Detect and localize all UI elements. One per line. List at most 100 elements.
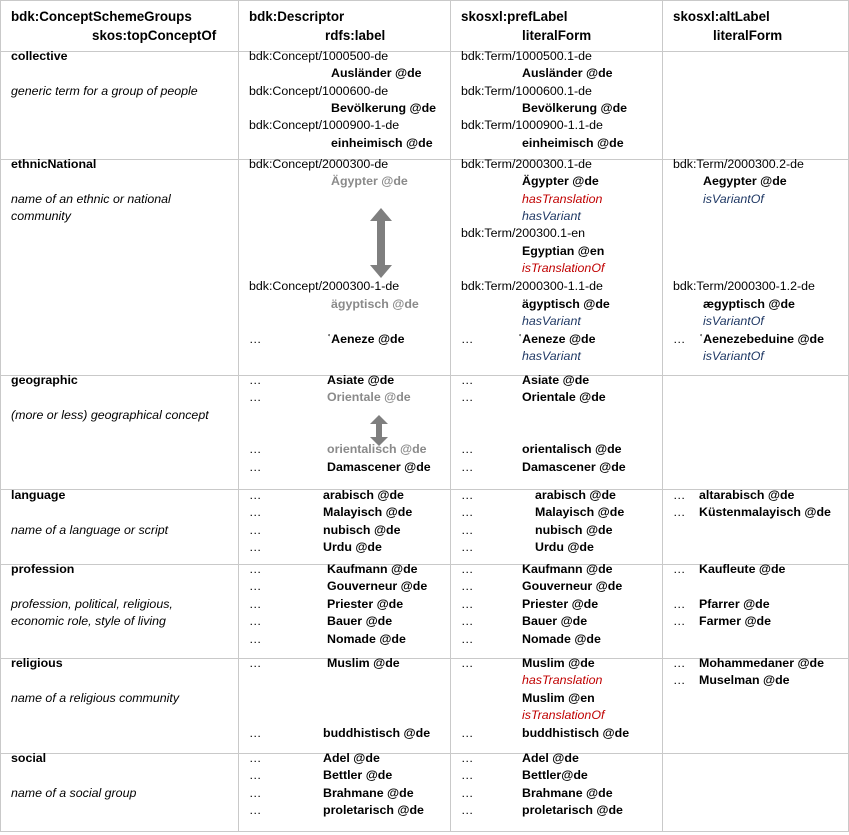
altlabel-cell-text: ægyptisch @de	[703, 297, 795, 311]
header-altlabel-line1: skosxl:altLabel	[673, 9, 770, 24]
altlabel-cell-text: …	[673, 562, 686, 576]
altlabel-cell-text: bdk:Term/2000300.2-de	[673, 157, 804, 171]
altlabel-cell-text: Pfarrer @de	[699, 597, 770, 611]
preflabel-cell-text: Bauer @de	[522, 614, 588, 628]
altlabel-cell-text: isVariantOf	[703, 349, 764, 363]
preflabel-cell-text: Malayisch @de	[535, 505, 625, 519]
preflabel-cell-text: …	[461, 751, 474, 765]
group-cell-text: social	[11, 751, 47, 765]
descriptor-cell-text: …	[249, 632, 262, 646]
preflabel-cell-text: …	[461, 656, 474, 670]
preflabel-cell-text: bdk:Term/2000300.1-de	[461, 157, 592, 171]
descriptor-cell-text: Ausländer @de	[331, 66, 422, 80]
preflabel-cell-text: Egyptian @en	[522, 244, 605, 258]
preflabel-cell-text: isTranslationOf	[522, 708, 605, 722]
descriptor-cell-text: Bevölkerung @de	[331, 101, 437, 115]
altlabel-cell-text: …	[673, 614, 686, 628]
descriptor-cell-text: proletarisch @de	[323, 803, 424, 817]
group-cell-text: name of a language or script	[11, 523, 169, 537]
altlabel-cell-text: …	[673, 656, 686, 670]
preflabel-cell-text: …	[461, 786, 474, 800]
descriptor-cell-text: Bettler @de	[323, 768, 393, 782]
preflabel-cell-text: …	[461, 726, 474, 740]
descriptor-cell-text: …	[249, 373, 262, 387]
preflabel-cell-text: …	[461, 768, 474, 782]
descriptor-cell-text: buddhistisch @de	[323, 726, 431, 740]
preflabel-cell-text: …	[461, 523, 474, 537]
header-group-line2: skos:topConceptOf	[92, 28, 217, 43]
preflabel-cell-text: Muslim @de	[522, 656, 595, 670]
descriptor-cell-text: Urdu @de	[323, 540, 382, 554]
descriptor-cell-text: …	[249, 726, 262, 740]
descriptor-cell-text: …	[249, 656, 262, 670]
preflabel-cell-text: bdk:Term/1000500.1-de	[461, 49, 592, 63]
descriptor-cell-text: nubisch @de	[323, 523, 401, 537]
group-cell-text: name of a social group	[11, 786, 137, 800]
preflabel-cell-text: arabisch @de	[535, 488, 616, 502]
descriptor-cell-text: bdk:Concept/2000300-de	[249, 157, 389, 171]
descriptor-cell-text: Malayisch @de	[323, 505, 413, 519]
preflabel-cell-text: …	[461, 579, 474, 593]
descriptor-cell-text: bdk:Concept/1000600-de	[249, 84, 389, 98]
group-cell-text: generic term for a group of people	[11, 84, 198, 98]
group-cell-text: profession	[11, 562, 75, 576]
preflabel-cell-text: …	[461, 442, 474, 456]
preflabel-cell-text: bdk:Term/1000900-1.1-de	[461, 118, 603, 132]
altlabel-cell-text: …	[673, 673, 686, 687]
preflabel-cell-text: Nomade @de	[522, 632, 601, 646]
preflabel-cell-text: einheimisch @de	[522, 136, 624, 150]
descriptor-cell-text: …	[249, 523, 262, 537]
descriptor-cell-text: ägyptisch @de	[331, 297, 419, 311]
descriptor-cell-text: …	[249, 803, 262, 817]
preflabel-cell-text: Muslim @en	[522, 691, 595, 705]
descriptor-cell-text: Nomade @de	[327, 632, 406, 646]
double-arrow-icon	[370, 415, 388, 446]
preflabel-cell-text: …	[461, 488, 474, 502]
preflabel-cell-text: Kaufmann @de	[522, 562, 613, 576]
descriptor-cell-text: …	[249, 488, 262, 502]
preflabel-cell-text: bdk:Term/2000300-1.1-de	[461, 279, 603, 293]
group-cell-text: name of an ethnic or national	[11, 192, 171, 206]
altlabel-cell-text: Mohammedaner @de	[699, 656, 825, 670]
descriptor-cell-text: bdk:Concept/1000900-1-de	[249, 118, 400, 132]
descriptor-cell-text: …	[249, 751, 262, 765]
header-preflabel-line2: literalForm	[522, 28, 592, 43]
altlabel-cell-text: Küstenmalayisch @de	[699, 505, 831, 519]
preflabel-cell-text: …	[461, 597, 474, 611]
descriptor-cell-text: …	[249, 786, 262, 800]
header-altlabel-line2: literalForm	[713, 28, 783, 43]
preflabel-cell-text: proletarisch @de	[522, 803, 623, 817]
header-group-line1: bdk:ConceptSchemeGroups	[11, 9, 192, 24]
group-cell-text: community	[11, 209, 71, 223]
preflabel-cell-text: …	[461, 540, 474, 554]
preflabel-cell-text: orientalisch @de	[522, 442, 622, 456]
preflabel-cell-text: Priester @de	[522, 597, 599, 611]
preflabel-cell-text: …	[461, 803, 474, 817]
preflabel-cell-text: …	[461, 614, 474, 628]
preflabel-cell-text: ägyptisch @de	[522, 297, 610, 311]
descriptor-cell-text: Orientale @de	[327, 390, 411, 404]
preflabel-cell-text: …	[461, 562, 474, 576]
header-preflabel-line1: skosxl:prefLabel	[461, 9, 568, 24]
altlabel-cell-text: ʿAenezebeduine @de	[699, 332, 824, 346]
descriptor-cell-text: …	[249, 597, 262, 611]
descriptor-cell-text: Brahmane @de	[323, 786, 414, 800]
descriptor-cell-text: Priester @de	[327, 597, 404, 611]
preflabel-cell-text: Damascener @de	[522, 460, 626, 474]
preflabel-cell-text: …	[461, 390, 474, 404]
preflabel-cell-text: Adel @de	[522, 751, 579, 765]
altlabel-cell-text: altarabisch @de	[699, 488, 795, 502]
preflabel-cell-text: Ausländer @de	[522, 66, 613, 80]
preflabel-cell-text: nubisch @de	[535, 523, 613, 537]
group-cell-text: collective	[11, 49, 68, 63]
group-cell-text: language	[11, 488, 66, 502]
preflabel-cell-text: …	[461, 460, 474, 474]
descriptor-cell-text: …	[249, 579, 262, 593]
preflabel-cell-text: Bevölkerung @de	[522, 101, 628, 115]
preflabel-cell-text: buddhistisch @de	[522, 726, 630, 740]
group-cell-text: profession, political, religious,	[11, 597, 173, 611]
descriptor-cell-text: bdk:Concept/1000500-de	[249, 49, 389, 63]
descriptor-cell-text: …	[249, 332, 262, 346]
altlabel-cell-text: …	[673, 505, 686, 519]
